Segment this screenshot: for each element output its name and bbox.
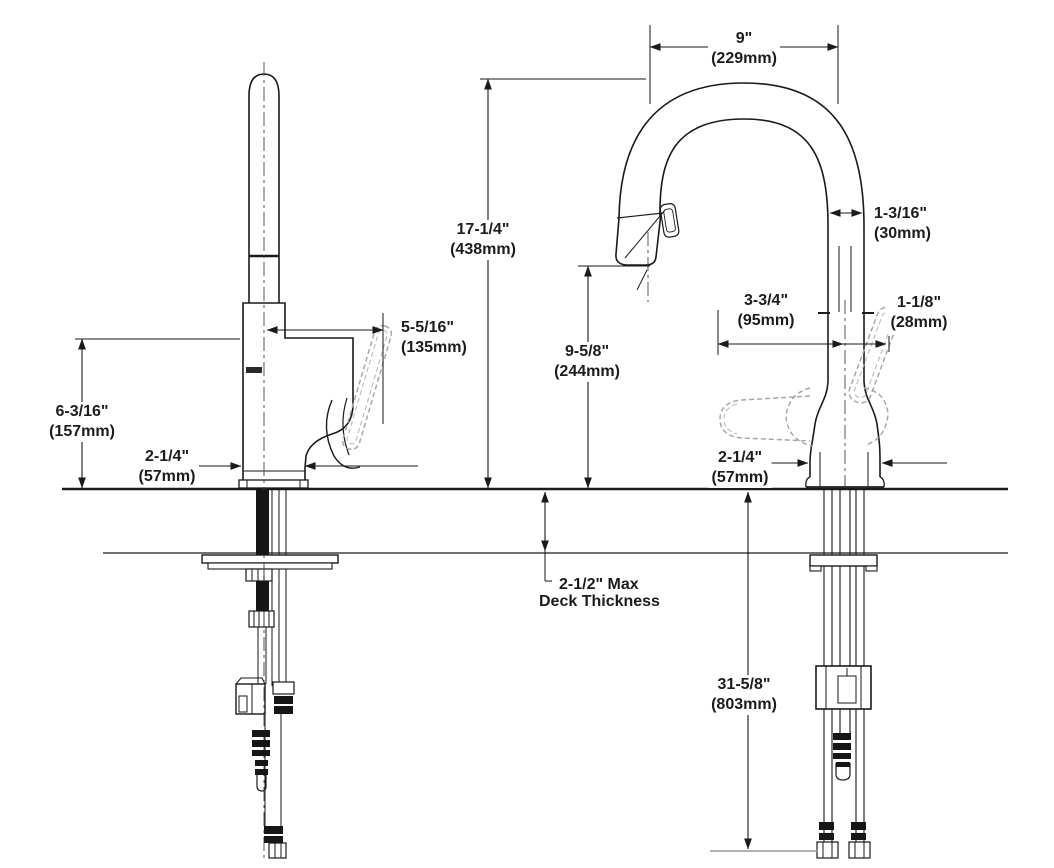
dim-deck-thickness-line2: Deck Thickness — [536, 592, 663, 612]
dim-body-height: 6-3/16" (157mm) — [46, 402, 118, 442]
dim-spout-diameter-mm: (30mm) — [874, 225, 931, 242]
dim-base-width-right: 2-1/4" (57mm) — [708, 448, 772, 488]
dim-supply-length-in: 31-5/8" — [717, 676, 771, 693]
dim-handle-width: 1-1/8" (28mm) — [887, 293, 951, 333]
extension-lines — [75, 25, 890, 852]
dim-spout-reach-in: 9" — [735, 30, 753, 47]
threaded-shank-and-fittings — [252, 490, 866, 843]
dim-handle-width-mm: (28mm) — [890, 314, 948, 331]
dim-base-width-left-in: 2-1/4" — [144, 448, 190, 465]
dim-handle-clearance: 3-3/4" (95mm) — [734, 291, 798, 331]
dim-base-width-left-mm: (57mm) — [138, 468, 196, 485]
brand-logo-mark — [246, 367, 262, 373]
dim-spout-outlet-height: 9-5/8" (244mm) — [551, 342, 623, 382]
dim-handle-reach-in: 5-5/16" — [401, 319, 454, 336]
dim-handle-reach: 5-5/16" (135mm) — [398, 318, 470, 358]
right-faucet-front-view — [615, 82, 885, 859]
dim-handle-clearance-in: 3-3/4" — [743, 292, 789, 309]
left-faucet-side-view — [201, 73, 361, 859]
dim-spout-reach-mm: (229mm) — [711, 50, 777, 67]
dim-handle-reach-mm: (135mm) — [401, 339, 467, 356]
deck-lines — [62, 487, 1008, 554]
dim-overall-height-in: 17-1/4" — [456, 221, 510, 238]
dim-overall-height-mm: (438mm) — [450, 241, 516, 258]
centerlines — [263, 62, 846, 862]
dim-body-height-in: 6-3/16" — [55, 403, 109, 420]
dim-base-width-left: 2-1/4" (57mm) — [135, 447, 199, 487]
dim-supply-length-mm: (803mm) — [711, 696, 777, 713]
dim-handle-width-in: 1-1/8" — [896, 294, 942, 311]
dim-overall-height: 17-1/4" (438mm) — [447, 220, 519, 260]
dim-spout-outlet-height-mm: (244mm) — [554, 363, 620, 380]
dim-supply-length: 31-5/8" (803mm) — [708, 675, 780, 715]
dim-base-width-right-in: 2-1/4" — [717, 449, 763, 466]
dim-handle-clearance-mm: (95mm) — [737, 312, 795, 329]
dim-body-height-mm: (157mm) — [49, 423, 115, 440]
dim-spout-outlet-height-in: 9-5/8" — [564, 343, 610, 360]
dim-spout-diameter-in: 1-3/16" — [874, 205, 927, 222]
dim-base-width-right-mm: (57mm) — [711, 469, 769, 486]
dim-spout-reach: 9" (229mm) — [708, 29, 780, 69]
dimension-lines — [78, 43, 947, 850]
dim-spout-diameter: 1-3/16" (30mm) — [871, 204, 934, 244]
dim-deck-thickness-line1: 2-1/2" Max — [556, 575, 642, 595]
